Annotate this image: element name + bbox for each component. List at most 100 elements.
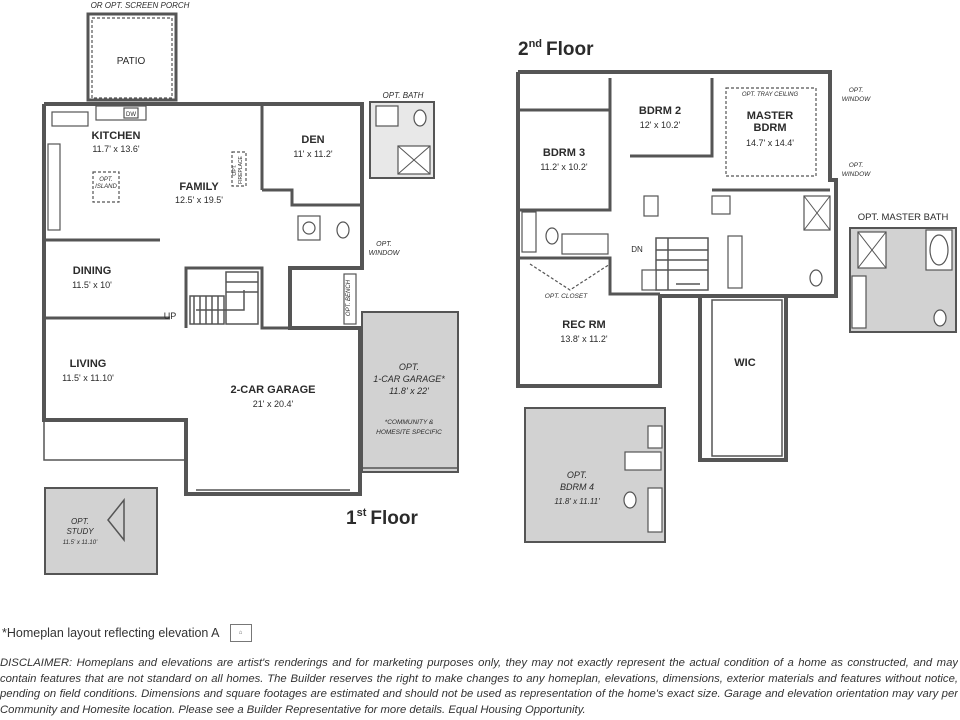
equal-housing-icon: ⌂ [229, 624, 252, 642]
opt-master-toilet [933, 309, 947, 327]
screen-porch-label: OR OPT. SCREEN PORCH [91, 1, 190, 10]
opt-bench-label: OPT. BENCH [346, 279, 352, 316]
rec-north-wall [518, 256, 660, 296]
opt-garage-label-1: OPT. [399, 362, 419, 372]
floor-plan-drawing: OR OPT. SCREEN PORCH PATIO KITCHEN 11.7'… [42, 1, 957, 575]
disclaimer-text: DISCLAIMER: Homeplans and elevations are… [0, 657, 958, 716]
window2-label-1: OPT. [849, 162, 864, 169]
opt-master-vanity [851, 275, 867, 329]
bench [343, 273, 357, 325]
den-dims: 11' x 11.2' [293, 149, 332, 159]
bdrm4-vanity [647, 487, 663, 533]
wic-label: WIC [734, 357, 755, 369]
opt-window-label-2: WINDOW [369, 250, 401, 257]
opt-bath-toilet [413, 109, 427, 127]
master-linen [711, 195, 731, 215]
rec-room-label: REC RM [562, 319, 605, 331]
bdrm3-label: BDRM 3 [543, 147, 585, 159]
tray-ceiling-label: OPT. TRAY CEILING [742, 92, 799, 98]
kitchen-counter [51, 111, 89, 127]
garage-label: 2-CAR GARAGE [231, 384, 316, 396]
window1-label-1: OPT. [849, 87, 864, 94]
opt-bath-label: OPT. BATH [383, 91, 424, 100]
master-label-1: MASTER [747, 110, 794, 122]
screen-porch-outline [91, 17, 173, 99]
master-toilet [809, 269, 823, 287]
bdrm4-dims: 11.8' x 11.11' [554, 497, 600, 506]
bdrm2-south-wall [630, 78, 714, 158]
bdrm4-label-2: BDRM 4 [560, 482, 594, 492]
second-floor-exterior-wall [516, 70, 838, 462]
front-porch [43, 419, 187, 461]
window1-label-2: WINDOW [842, 96, 871, 103]
study-dims: 11.5' x 11.10' [63, 540, 98, 546]
first-floor-plan [42, 12, 459, 575]
island-label-1: OPT. [99, 177, 113, 183]
hall-toilet [545, 227, 559, 245]
dining-dims: 11.5' x 10' [72, 280, 112, 290]
living-dims: 11.5' x 11.10' [62, 373, 114, 383]
bdrm3-dims: 11.2' x 10.2' [540, 162, 588, 172]
family-label: FAMILY [179, 181, 219, 193]
opt-closet-label: OPT. CLOSET [545, 293, 588, 300]
family-dims: 12.5' x 19.5' [175, 195, 223, 205]
fireplace-label-1: OPT. [232, 164, 238, 175]
kitchen-label: KITCHEN [92, 130, 141, 142]
study-door-swing [107, 497, 125, 543]
patio-label: PATIO [117, 56, 146, 67]
second-floor-plan [516, 70, 957, 543]
dishwasher [123, 107, 139, 119]
bdrm4-label-1: OPT. [567, 470, 587, 480]
second-floor-stairs [641, 237, 709, 291]
stairs-down-label: DN [631, 245, 643, 254]
bdrm3-wall [518, 108, 612, 212]
fireplace-label-2: FIREPLACE [238, 155, 244, 183]
patio-outline [86, 12, 178, 102]
first-floor-stairs [189, 271, 259, 325]
bdrm4-toilet [623, 491, 637, 509]
kitchen-side-counter [47, 143, 61, 231]
tray-ceiling-outline [725, 87, 817, 177]
den-bath-wall [262, 188, 362, 207]
second-floor-title: 2nd Floor [518, 38, 594, 60]
laundry [643, 195, 659, 217]
hall-vanity [561, 233, 609, 255]
second-floor-title-number: 2 [518, 39, 529, 60]
first-floor-exterior-wall [42, 102, 364, 496]
island-outline [92, 171, 120, 203]
footnote: *Homeplan layout reflecting elevation A … [2, 624, 252, 642]
second-floor-title-suffix: nd [529, 38, 542, 50]
stair-wall [184, 266, 360, 330]
master-label-2: BDRM [754, 122, 787, 134]
master-vanity [727, 235, 743, 289]
dining-label: DINING [73, 265, 112, 277]
opt-master-bath-label: OPT. MASTER BATH [858, 212, 949, 223]
first-floor-title-word: Floor [370, 508, 418, 529]
wic-outline [711, 299, 783, 457]
fireplace-outline [231, 151, 247, 187]
dw-label: DW [126, 112, 136, 118]
second-floor-title-word: Floor [546, 39, 594, 60]
opt-garage-dims: 11.8' x 22' [389, 386, 429, 396]
opt-study-area [44, 487, 158, 575]
bdrm2-dims: 12' x 10.2' [640, 120, 681, 130]
opt-garage-area [361, 311, 459, 473]
opt-garage-note-2: HOMESITE SPECIFIC [376, 429, 442, 436]
study-label-2: STUDY [66, 527, 94, 536]
bdrm2-label: BDRM 2 [639, 105, 681, 117]
first-floor-title-number: 1 [346, 508, 357, 529]
opt-garage-label-2: 1-CAR GARAGE* [373, 374, 445, 384]
opt-bath-sink [375, 105, 399, 127]
window2-label-2: WINDOW [842, 171, 871, 178]
living-label: LIVING [70, 358, 107, 370]
garage-dims: 21' x 20.4' [253, 399, 294, 409]
master-dims: 14.7' x 14.4' [746, 138, 794, 148]
stairs-up-label: UP [164, 311, 177, 321]
island-label-2: ISLAND [95, 184, 117, 190]
opt-window-label-1: OPT. [376, 241, 392, 248]
opt-closet-outline [529, 263, 611, 291]
powder-toilet [336, 221, 350, 239]
kitchen-dims: 11.7' x 13.6' [92, 144, 140, 154]
opt-bdrm4-area [524, 407, 666, 543]
